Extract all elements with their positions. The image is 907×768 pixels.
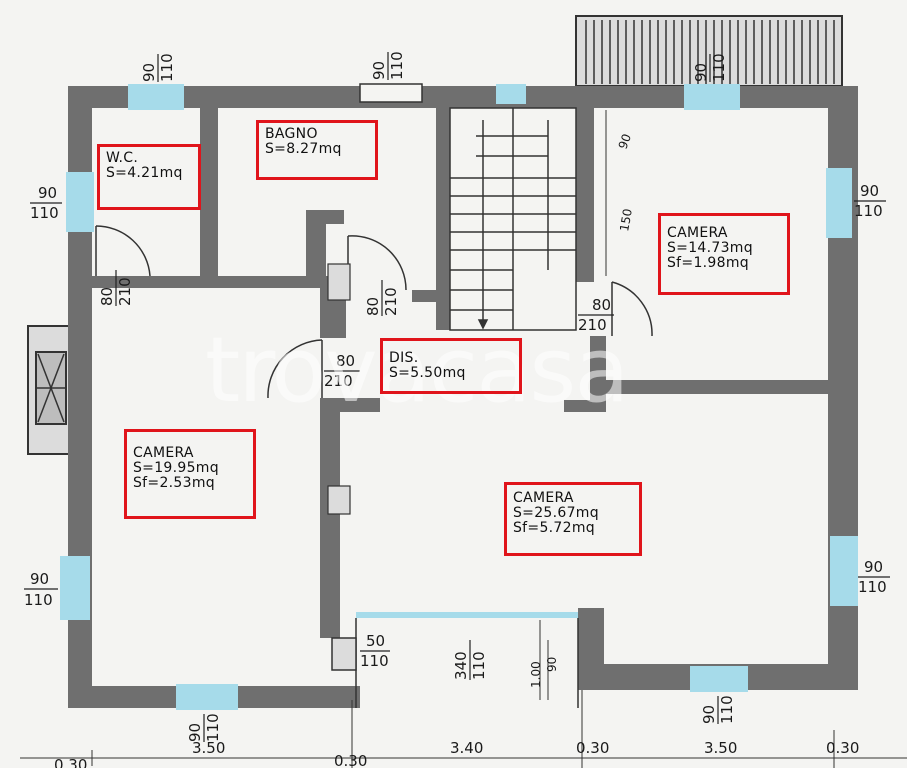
room-camera-w-name: CAMERA xyxy=(133,445,194,461)
w-top-right-h: 110 xyxy=(710,53,728,82)
room-dis: DIS. S=5.50mq xyxy=(380,338,522,394)
w-top-left-w: 90 xyxy=(140,63,158,82)
balcony-dim-90: 90 xyxy=(545,657,559,672)
interior-walls xyxy=(92,106,830,638)
wall-cabinet xyxy=(327,263,351,301)
w-right-top-w: 90 xyxy=(860,182,879,200)
room-camera-se-name: CAMERA xyxy=(513,490,574,506)
room-camera-w-sf: Sf=2.53mq xyxy=(133,475,215,491)
room-wc-area: S=4.21mq xyxy=(106,165,183,181)
w-left-top-w: 90 xyxy=(38,184,57,202)
opening-labels: 90 110 90 110 90 110 90 110 90 110 90 11… xyxy=(24,51,890,742)
stair-dim-90: 90 xyxy=(616,132,634,151)
w-top-right-w: 90 xyxy=(692,63,710,82)
dim-bottom-4: 0.30 xyxy=(576,739,609,757)
room-bagno: BAGNO S=8.27mq xyxy=(256,120,378,180)
w-top-mid-h: 110 xyxy=(388,51,406,80)
room-camera-ne-sf: Sf=1.98mq xyxy=(667,255,749,271)
room-dis-area: S=5.50mq xyxy=(389,365,466,381)
room-camera-se-sf: Sf=5.72mq xyxy=(513,520,595,536)
windows xyxy=(60,84,858,710)
balcony-dim-100: 1.00 xyxy=(529,661,543,688)
room-wc-name: W.C. xyxy=(106,150,139,166)
dimension-lines xyxy=(20,110,907,768)
room-bagno-area: S=8.27mq xyxy=(265,141,342,157)
dim-bottom-6: 0.30 xyxy=(826,739,859,757)
w-left-bottom-w: 90 xyxy=(30,570,49,588)
d-bagno-h: 210 xyxy=(382,287,400,316)
balcony-small-w: 50 xyxy=(366,632,385,650)
room-camera-ne-name: CAMERA xyxy=(667,225,728,241)
room-camera-se: CAMERA S=25.67mq Sf=5.72mq xyxy=(504,482,642,556)
wall-recess xyxy=(327,485,351,515)
dim-bottom-5: 3.50 xyxy=(704,739,737,757)
room-camera-ne-area: S=14.73mq xyxy=(667,240,753,256)
w-right-bottom-h: 110 xyxy=(858,578,887,596)
d-bagno-w: 80 xyxy=(364,297,382,316)
balcony-bottom xyxy=(331,612,579,708)
window-top-frame xyxy=(359,83,423,103)
w-bottom-right-w: 90 xyxy=(700,705,718,724)
d-wc-h: 210 xyxy=(116,277,134,306)
bottom-dimensions: 0.30 3.50 0.30 3.40 0.30 3.50 0.30 xyxy=(54,739,859,768)
w-bottom-right-h: 110 xyxy=(718,695,736,724)
staircase xyxy=(449,107,577,331)
w-left-top-h: 110 xyxy=(30,204,59,222)
room-camera-w-area: S=19.95mq xyxy=(133,460,219,476)
chimney xyxy=(27,325,71,455)
balcony-large-w: 340 xyxy=(452,651,470,680)
dim-bottom-0: 0.30 xyxy=(54,756,87,768)
dim-bottom-3: 3.40 xyxy=(450,739,483,757)
w-right-top-h: 110 xyxy=(854,202,883,220)
d-dis-h: 210 xyxy=(324,372,353,390)
room-wc: W.C. S=4.21mq xyxy=(97,144,201,210)
w-right-bottom-w: 90 xyxy=(864,558,883,576)
stair-dim-150: 150 xyxy=(617,208,635,233)
balcony-railing-top xyxy=(575,15,843,87)
room-bagno-name: BAGNO xyxy=(265,126,318,142)
w-bottom-left-h: 110 xyxy=(204,713,222,742)
room-camera-ne: CAMERA S=14.73mq Sf=1.98mq xyxy=(658,213,790,295)
room-camera-w: CAMERA S=19.95mq Sf=2.53mq xyxy=(124,429,256,519)
dim-bottom-2: 0.30 xyxy=(334,752,367,768)
w-top-left-h: 110 xyxy=(158,53,176,82)
balcony-large-h: 110 xyxy=(470,651,488,680)
balcony-small-h: 110 xyxy=(360,652,389,670)
w-left-bottom-h: 110 xyxy=(24,591,53,609)
dim-bottom-1: 3.50 xyxy=(192,739,225,757)
room-dis-name: DIS. xyxy=(389,350,419,366)
w-top-mid-w: 90 xyxy=(370,61,388,80)
d-camera-ne-w: 80 xyxy=(592,296,611,314)
d-wc-w: 80 xyxy=(98,287,116,306)
room-camera-se-area: S=25.67mq xyxy=(513,505,599,521)
d-dis-w: 80 xyxy=(336,352,355,370)
w-bottom-left-w: 90 xyxy=(186,723,204,742)
d-camera-ne-h: 210 xyxy=(578,316,607,334)
